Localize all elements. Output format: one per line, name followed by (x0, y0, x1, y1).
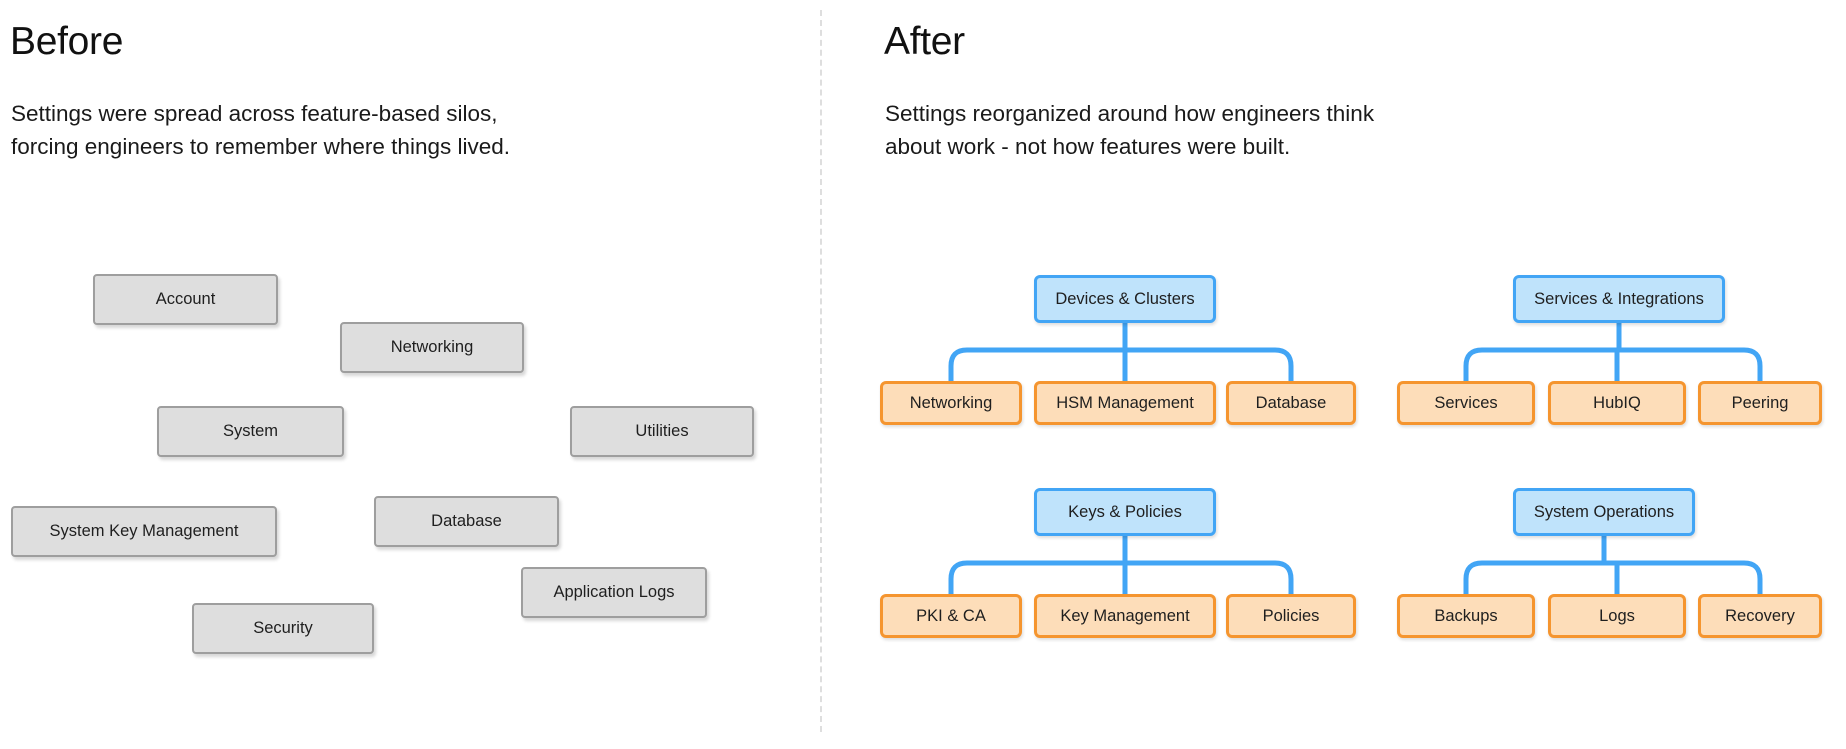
cluster-child-node[interactable]: Networking (880, 381, 1022, 425)
cluster-child-node[interactable]: Services (1397, 381, 1535, 425)
panel-divider (820, 10, 822, 732)
after-panel-title: After (884, 20, 965, 63)
cluster-child-node[interactable]: HubIQ (1548, 381, 1686, 425)
cluster-child-node[interactable]: Logs (1548, 594, 1686, 638)
cluster-child-node[interactable]: PKI & CA (880, 594, 1022, 638)
before-setting-box[interactable]: Networking (340, 322, 524, 373)
cluster-child-node[interactable]: Peering (1698, 381, 1822, 425)
cluster-parent-node[interactable]: Services & Integrations (1513, 275, 1725, 323)
cluster-child-node[interactable]: Recovery (1698, 594, 1822, 638)
cluster-child-node[interactable]: Database (1226, 381, 1356, 425)
cluster-child-node[interactable]: HSM Management (1034, 381, 1216, 425)
cluster-child-node[interactable]: Policies (1226, 594, 1356, 638)
after-panel-subtitle: Settings reorganized around how engineer… (885, 101, 1375, 159)
cluster-child-node[interactable]: Backups (1397, 594, 1535, 638)
before-setting-box[interactable]: Utilities (570, 406, 754, 457)
before-setting-box[interactable]: Application Logs (521, 567, 707, 618)
before-setting-box[interactable]: Security (192, 603, 374, 654)
before-setting-box[interactable]: Database (374, 496, 559, 547)
cluster-parent-node[interactable]: System Operations (1513, 488, 1695, 536)
before-setting-box[interactable]: System (157, 406, 344, 457)
before-setting-box[interactable]: System Key Management (11, 506, 277, 557)
before-panel-subtitle: Settings were spread across feature-base… (11, 101, 510, 159)
cluster-parent-node[interactable]: Keys & Policies (1034, 488, 1216, 536)
before-panel-title: Before (10, 20, 124, 63)
cluster-child-node[interactable]: Key Management (1034, 594, 1216, 638)
before-setting-box[interactable]: Account (93, 274, 278, 325)
cluster-parent-node[interactable]: Devices & Clusters (1034, 275, 1216, 323)
